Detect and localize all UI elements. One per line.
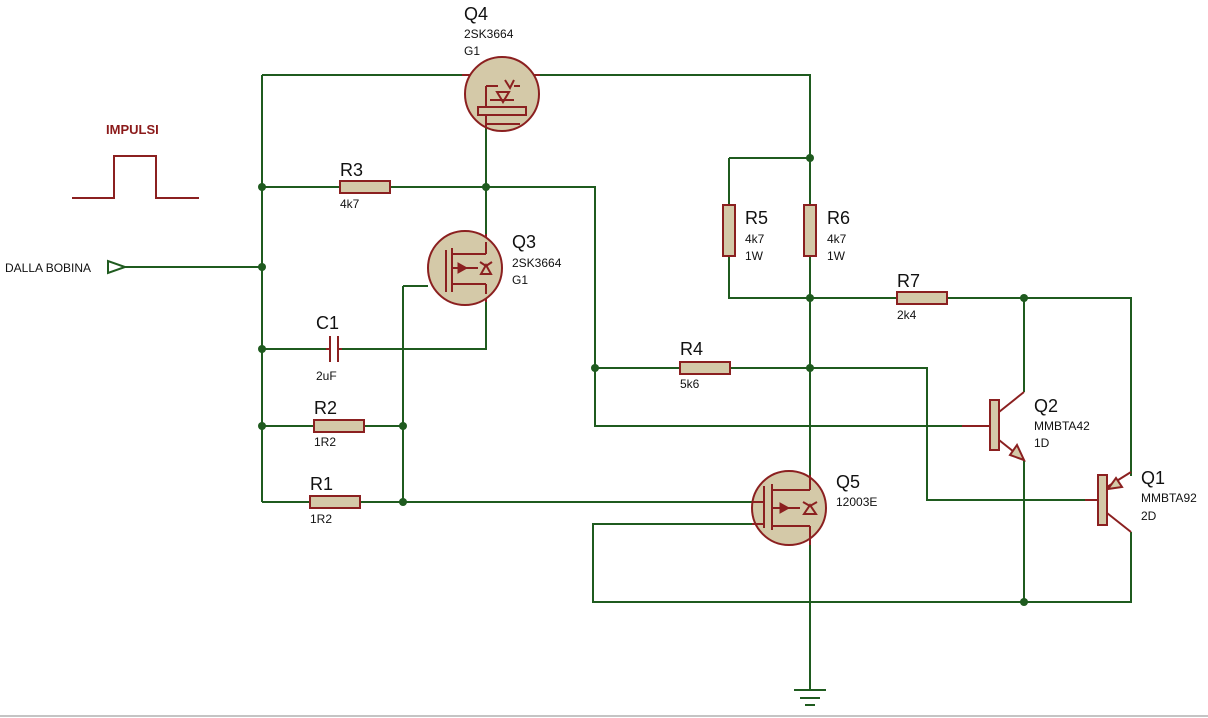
q4-val2: G1 [464, 44, 480, 58]
capacitor-c1: C1 2uF [316, 313, 342, 383]
r2-ref: R2 [314, 398, 337, 418]
input-port-label: DALLA BOBINA [5, 261, 91, 275]
resistor-r2: R2 1R2 [313, 398, 365, 449]
r3-ref: R3 [340, 160, 363, 180]
transistor-q1: Q1 MMBTA92 2D [1085, 468, 1197, 533]
mosfet-q3: Q3 2SK3664 G1 [427, 230, 562, 306]
q4-ref: Q4 [464, 4, 488, 24]
q2-part: MMBTA42 [1034, 419, 1090, 433]
transistor-q2: Q2 MMBTA42 1D [962, 391, 1090, 462]
r1-ref: R1 [310, 474, 333, 494]
q5-ref: Q5 [836, 472, 860, 492]
resistor-r1: R1 1R2 [309, 474, 361, 526]
c1-ref: C1 [316, 313, 339, 333]
q2-val2: 1D [1034, 436, 1050, 450]
impulsi-title: IMPULSI [106, 122, 159, 137]
r1-value: 1R2 [310, 512, 332, 526]
r5-value: 4k7 [745, 232, 765, 246]
mosfet-q4: Q4 2SK3664 G1 [462, 4, 540, 132]
r3-value: 4k7 [340, 197, 360, 211]
input-port-dalla-bobina: DALLA BOBINA [5, 259, 129, 275]
mosfet-q5: Q5 12003E [751, 470, 877, 546]
q2-ref: Q2 [1034, 396, 1058, 416]
r7-value: 2k4 [897, 308, 917, 322]
q1-part: MMBTA92 [1141, 491, 1197, 505]
q1-ref: Q1 [1141, 468, 1165, 488]
r4-value: 5k6 [680, 377, 700, 391]
r6-power: 1W [827, 249, 846, 263]
resistor-r3: R3 4k7 [339, 160, 391, 211]
r4-ref: R4 [680, 339, 703, 359]
resistor-r4: R4 5k6 [679, 339, 731, 391]
resistor-r7: R7 2k4 [896, 271, 948, 322]
resistor-r5: R5 4k7 1W [722, 204, 768, 263]
resistor-r6: R6 4k7 1W [803, 204, 850, 263]
c1-value: 2uF [316, 369, 337, 383]
r5-power: 1W [745, 249, 764, 263]
q1-val2: 2D [1141, 509, 1157, 523]
q3-val2: G1 [512, 273, 528, 287]
wires [125, 74, 1132, 690]
r7-ref: R7 [897, 271, 920, 291]
junctions [258, 154, 1028, 606]
r5-ref: R5 [745, 208, 768, 228]
q3-part: 2SK3664 [512, 256, 562, 270]
r6-ref: R6 [827, 208, 850, 228]
q4-part: 2SK3664 [464, 27, 514, 41]
ground-symbol [794, 689, 826, 706]
q3-ref: Q3 [512, 232, 536, 252]
r6-value: 4k7 [827, 232, 847, 246]
impulsi-waveform: IMPULSI [72, 122, 199, 199]
q5-part: 12003E [836, 495, 877, 509]
r2-value: 1R2 [314, 435, 336, 449]
